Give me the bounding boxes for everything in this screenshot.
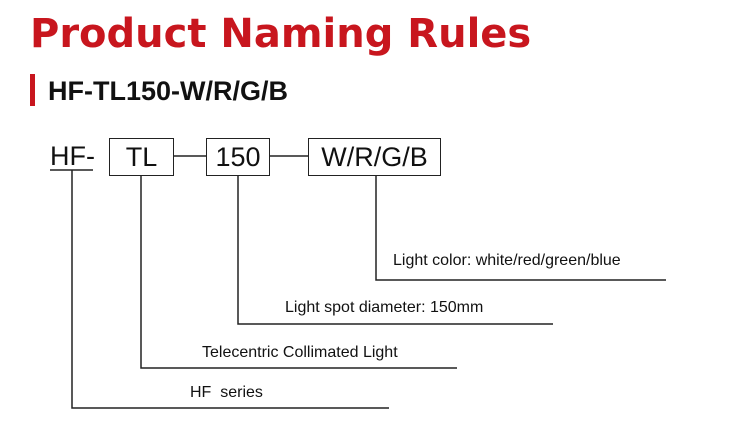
color-description: Light color: white/red/green/blue — [393, 252, 621, 269]
color-connector — [375, 176, 666, 281]
page-title: Product Naming Rules — [30, 11, 532, 57]
type-connector — [140, 176, 457, 369]
code-segment-type: TL — [109, 138, 174, 176]
spot-connector — [237, 176, 553, 325]
model-code-heading: HF-TL150-W/R/G/B — [48, 76, 288, 106]
series-description: HF series — [190, 384, 263, 401]
type-description: Telecentric Collimated Light — [202, 344, 398, 361]
code-segment-color: W/R/G/B — [308, 138, 441, 176]
subtitle-accent-bar — [30, 74, 35, 106]
series-connector — [71, 170, 389, 409]
spot-description: Light spot diameter: 150mm — [285, 299, 484, 316]
code-prefix: HF- — [50, 141, 95, 171]
code-segment-spot: 150 — [206, 138, 270, 176]
